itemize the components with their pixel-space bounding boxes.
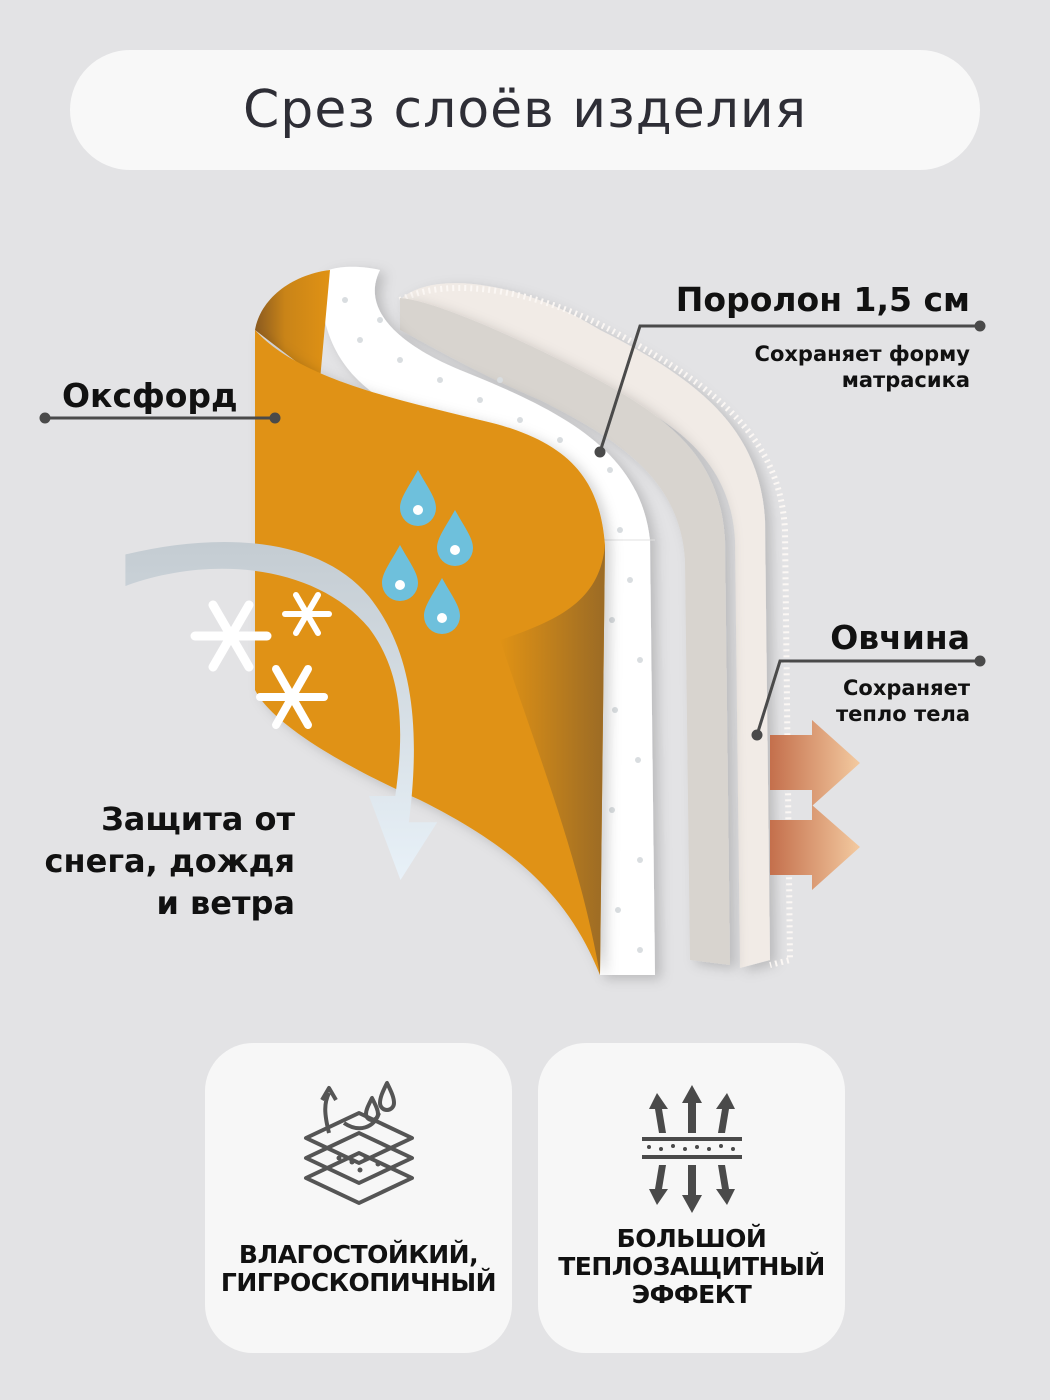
label-sheepskin-desc: Сохраняет тепло тела	[835, 676, 970, 726]
snowflakes-icon	[190, 592, 332, 729]
layers-cross-section-illustration	[39, 266, 986, 976]
page-title: Срез слоёв изделия	[243, 80, 807, 140]
water-resistant-layers-icon	[303, 1081, 414, 1205]
heat-arrows-icon	[770, 720, 860, 890]
label-sheepskin: Овчина	[830, 618, 970, 657]
foam-layer	[320, 266, 655, 976]
feature-card-water-resistant: ВЛАГОСТОЙКИЙ, ГИГРОСКОПИЧНЫЙ	[205, 1043, 512, 1353]
water-drops-icon	[382, 470, 473, 634]
label-foam-desc: Сохраняет форму матрасика	[754, 342, 970, 392]
title-banner: Срез слоёв изделия	[70, 50, 980, 170]
feature-caption: БОЛЬШОЙ ТЕПЛОЗАЩИТНЫЙ ЭФФЕКТ	[558, 1224, 825, 1309]
heat-protection-icon	[641, 1085, 742, 1213]
label-protection: Защита от снега, дождя и ветра	[44, 800, 295, 922]
foam-dots	[342, 297, 643, 953]
feature-caption: ВЛАГОСТОЙКИЙ, ГИГРОСКОПИЧНЫЙ	[220, 1240, 497, 1297]
wind-arrow	[125, 541, 438, 880]
sheepskin-layer	[398, 283, 794, 968]
feature-card-heat-protection: БОЛЬШОЙ ТЕПЛОЗАЩИТНЫЙ ЭФФЕКТ	[538, 1043, 845, 1353]
oxford-layer	[255, 270, 605, 975]
label-oxford: Оксфорд	[62, 376, 238, 415]
label-foam: Поролон 1,5 см	[675, 280, 970, 319]
backing-layer	[400, 298, 730, 965]
